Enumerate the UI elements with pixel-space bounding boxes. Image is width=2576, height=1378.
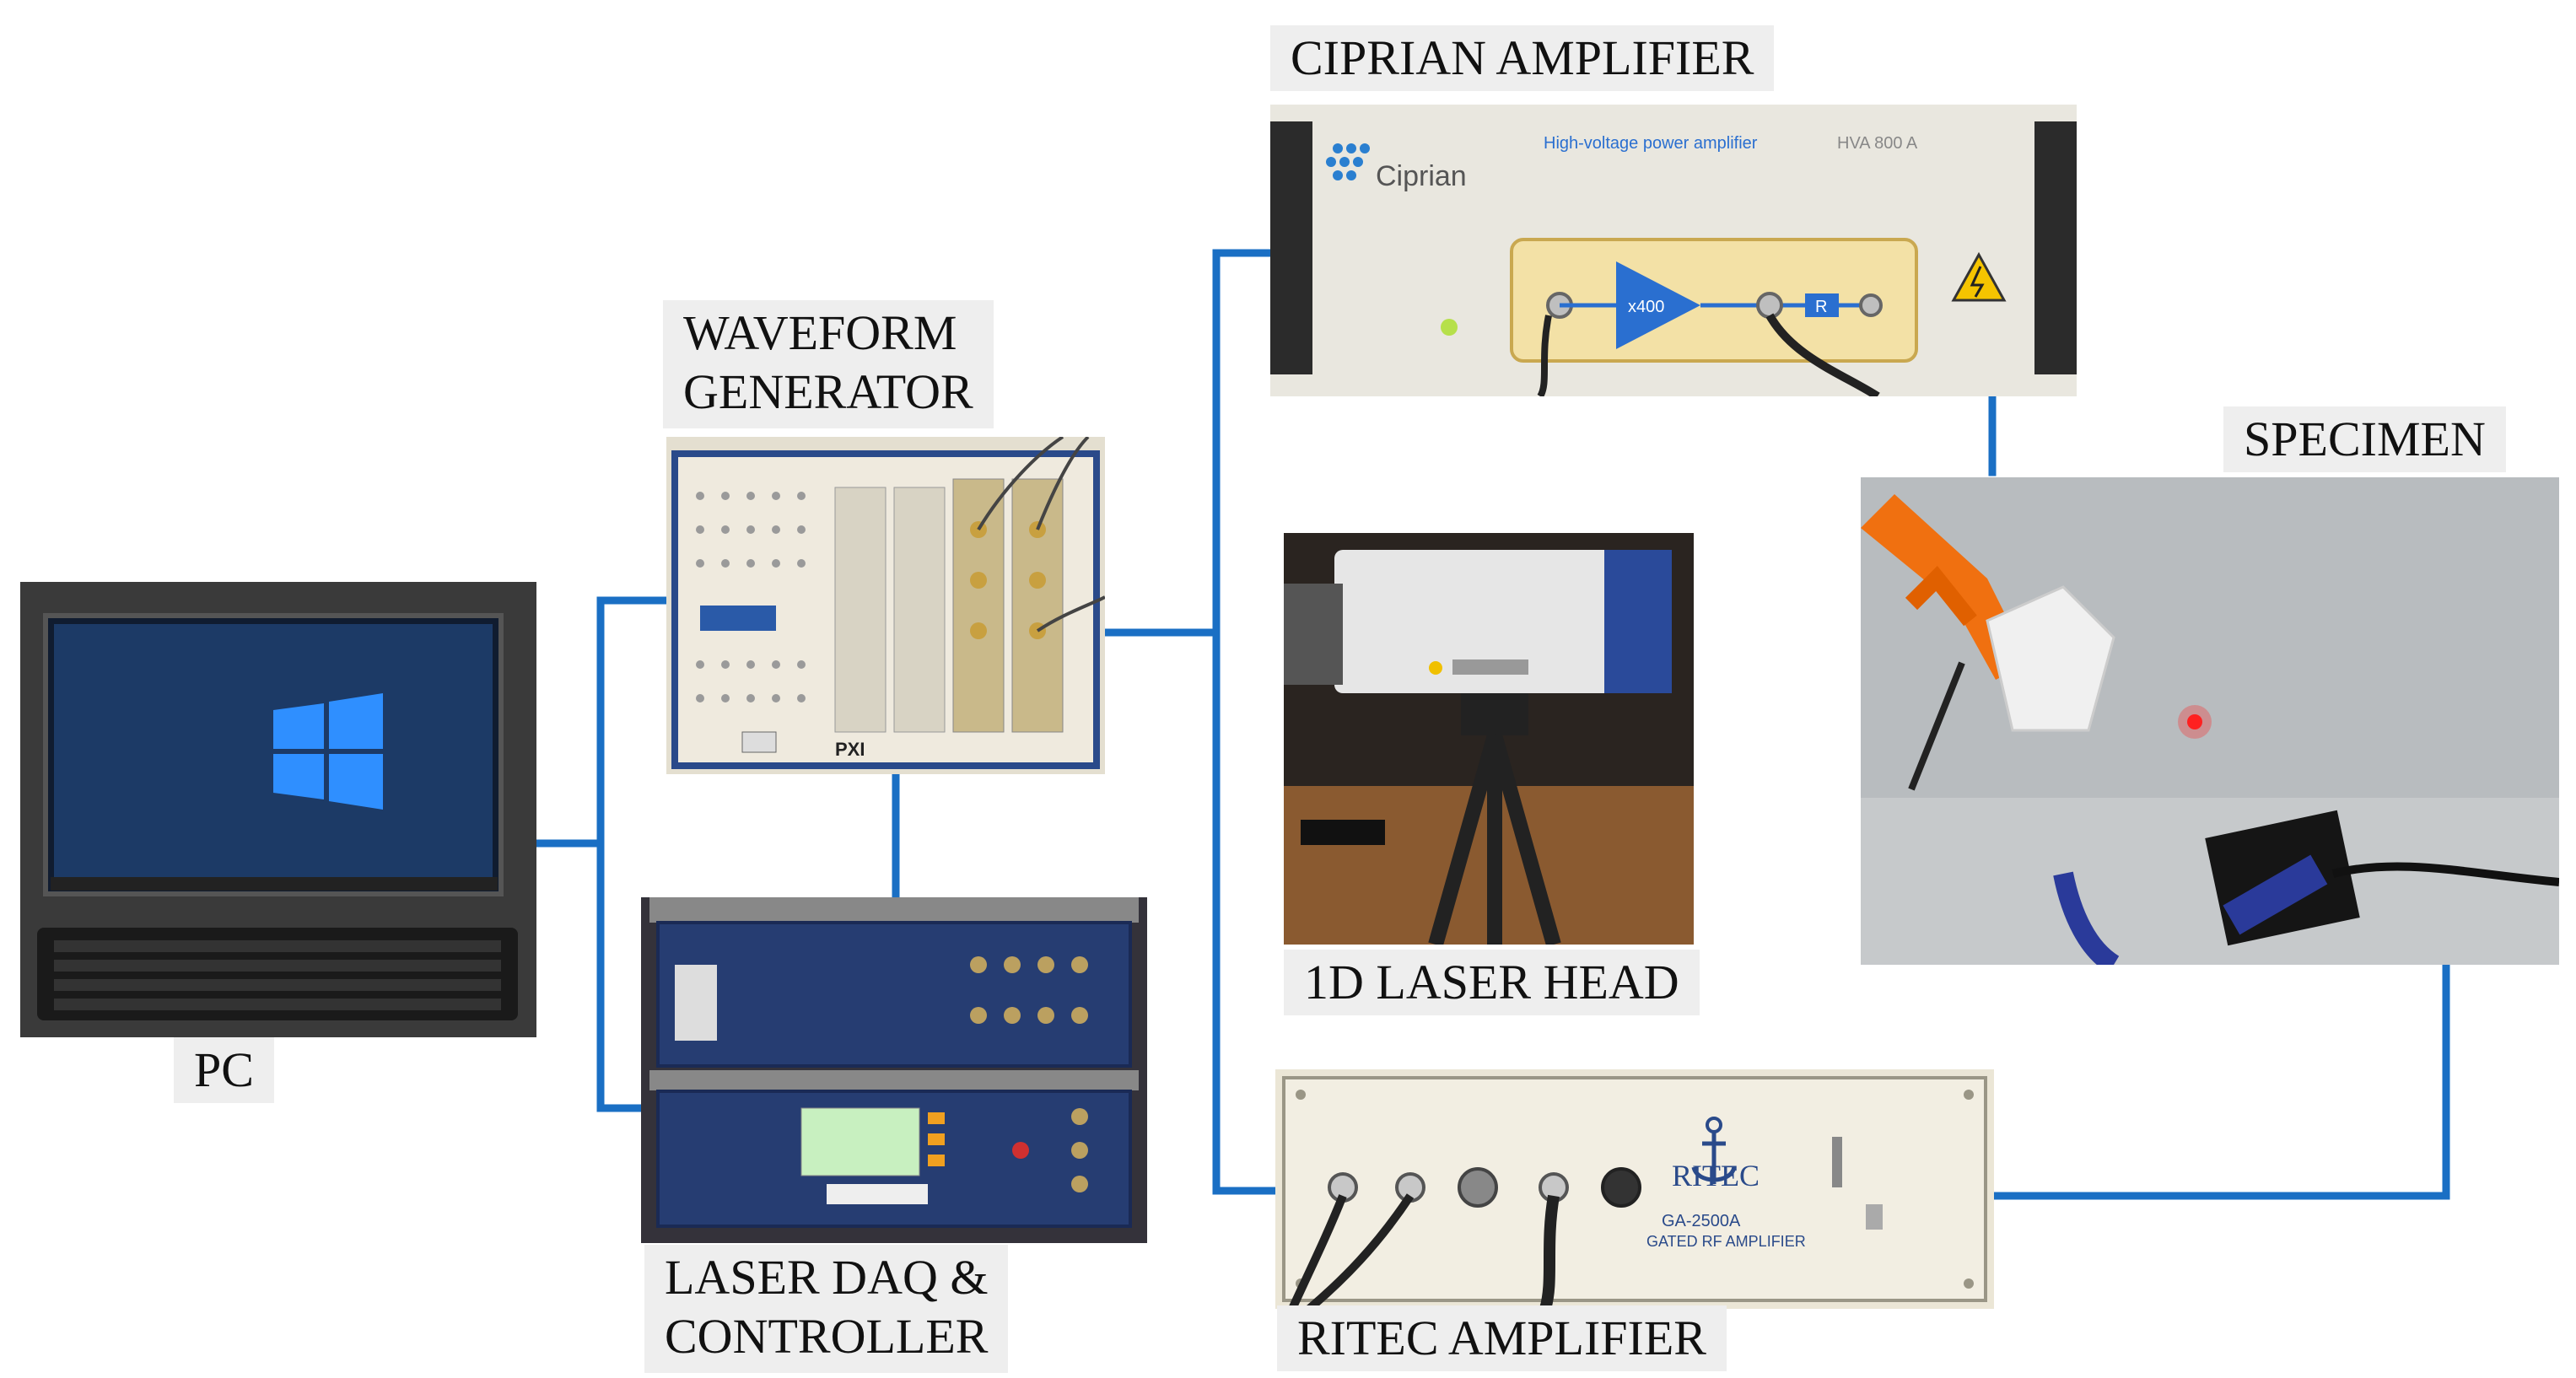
ciprian-product-text: High-voltage power amplifier (1544, 134, 1758, 153)
laser-daq-label: LASER DAQ & CONTROLLER (644, 1245, 1009, 1373)
waveform-generator-label: WAVEFORM GENERATOR (663, 300, 994, 428)
high-voltage-warning-icon (1951, 251, 2007, 302)
ritec-model-text: GA-2500A (1662, 1212, 1741, 1230)
waveform-generator-photo: PXI (666, 437, 1105, 774)
ciprian-brand-text: Ciprian (1376, 160, 1467, 192)
ciprian-model-text: HVA 800 A (1837, 134, 1918, 153)
ciprian-amplifier-photo: Ciprian High-voltage power amplifier HVA… (1270, 105, 2077, 396)
ciprian-gain-text: x400 (1628, 298, 1664, 316)
laser-daq-label-line1: LASER DAQ & (665, 1250, 989, 1305)
specimen-illustration (1861, 477, 2559, 965)
ritec-brand-text: RITEC (1672, 1159, 1760, 1192)
laser-head-photo (1284, 533, 1694, 945)
pc-label: PC (174, 1037, 274, 1103)
laser-daq-photo (641, 897, 1147, 1243)
waveform-generator-label-line2: GENERATOR (683, 364, 973, 419)
specimen-label: SPECIMEN (2223, 406, 2506, 472)
ritec-amplifier-photo: RITEC GA-2500A GATED RF AMPLIFIER (1275, 1069, 1994, 1309)
pxi-chassis-illustration: PXI (666, 437, 1105, 774)
laser-head-label: 1D LASER HEAD (1284, 950, 1700, 1015)
waveform-generator-label-line1: WAVEFORM (683, 305, 957, 360)
specimen-photo (1861, 477, 2559, 965)
laser-daq-illustration (641, 897, 1147, 1243)
pxi-text: PXI (835, 739, 865, 760)
laser-daq-label-line2: CONTROLLER (665, 1309, 989, 1364)
ciprian-amplifier-label: CIPRIAN AMPLIFIER (1270, 25, 1775, 91)
anchor-logo-icon (1691, 1117, 1737, 1184)
laser-head-illustration (1284, 533, 1694, 945)
ritec-amplifier-label: RITEC AMPLIFIER (1277, 1305, 1727, 1371)
pc-photo (20, 582, 536, 1037)
ciprian-panel-illustration: Ciprian High-voltage power amplifier HVA… (1270, 105, 2077, 396)
pc-illustration (20, 582, 536, 1037)
ritec-subtitle-text: GATED RF AMPLIFIER (1646, 1233, 1806, 1250)
ritec-panel-illustration: RITEC GA-2500A GATED RF AMPLIFIER (1275, 1069, 1994, 1309)
ciprian-resistor-text: R (1815, 298, 1827, 316)
windows-logo-icon (273, 693, 383, 810)
